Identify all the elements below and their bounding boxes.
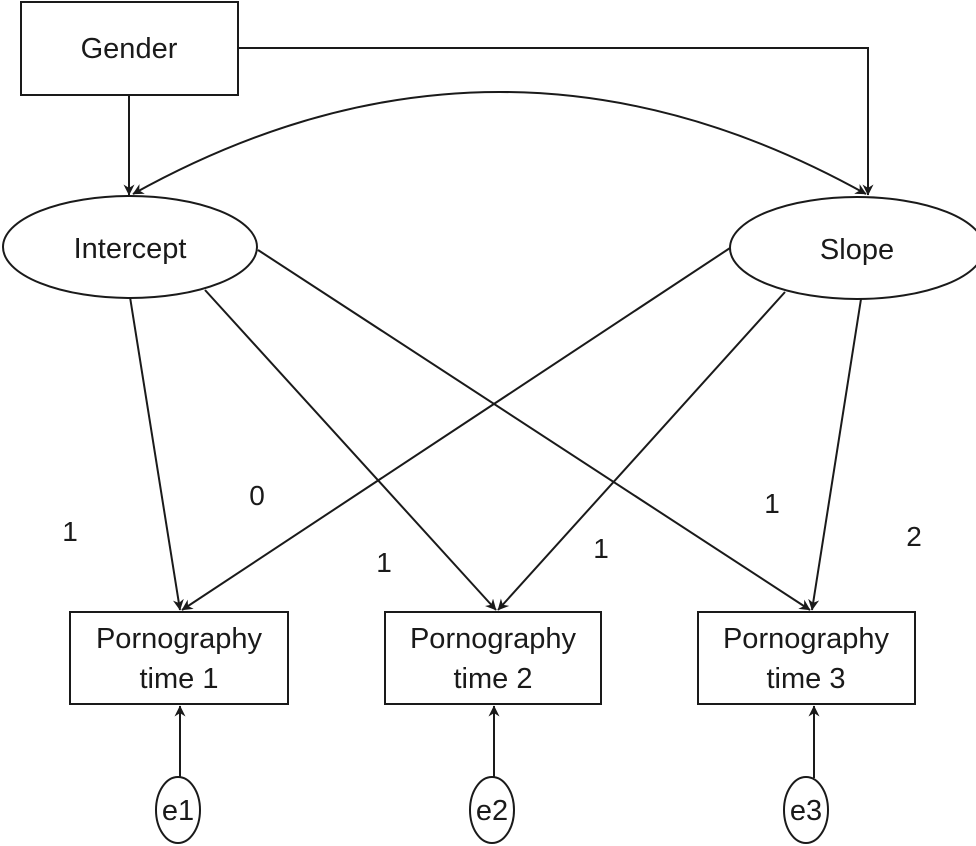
loading-intercept-time3: 1 bbox=[764, 488, 780, 519]
node-e3: e3 bbox=[783, 776, 829, 844]
node-time1-line2: time 1 bbox=[140, 663, 219, 695]
node-intercept: Intercept bbox=[2, 195, 258, 299]
node-e2-label: e2 bbox=[476, 795, 508, 827]
node-time2-line2: time 2 bbox=[454, 663, 533, 695]
node-gender-label: Gender bbox=[81, 33, 178, 65]
edge-intercept-time2 bbox=[204, 289, 497, 611]
loading-slope-time3: 2 bbox=[906, 521, 922, 552]
node-e2: e2 bbox=[469, 776, 515, 844]
node-e1-label: e1 bbox=[162, 795, 194, 827]
node-time3-line2: time 3 bbox=[767, 663, 846, 695]
edge-intercept-time3 bbox=[257, 249, 811, 611]
loading-intercept-time2: 1 bbox=[376, 547, 392, 578]
edge-slope-time3 bbox=[808, 298, 862, 611]
edge-intercept-slope-covariance bbox=[132, 91, 867, 195]
node-intercept-label: Intercept bbox=[74, 233, 187, 265]
node-time3: Pornography time 3 bbox=[697, 611, 916, 705]
node-slope: Slope bbox=[729, 196, 976, 300]
loading-slope-time1: 0 bbox=[249, 480, 265, 511]
node-slope-label: Slope bbox=[820, 234, 894, 266]
node-time2: Pornography time 2 bbox=[384, 611, 602, 705]
edge-intercept-time1 bbox=[129, 296, 184, 611]
loading-labels: 1 0 1 1 1 2 bbox=[62, 480, 922, 578]
loading-intercept-time1: 1 bbox=[62, 516, 78, 547]
node-e3-label: e3 bbox=[790, 795, 822, 827]
loading-slope-time2: 1 bbox=[593, 533, 609, 564]
node-gender: Gender bbox=[20, 1, 239, 96]
node-time1-line1: Pornography bbox=[96, 623, 263, 655]
node-time3-line1: Pornography bbox=[723, 623, 890, 655]
edges bbox=[123, 47, 874, 778]
node-e1: e1 bbox=[155, 776, 201, 844]
node-time1: Pornography time 1 bbox=[69, 611, 289, 705]
edge-slope-time1 bbox=[181, 247, 731, 611]
edge-gender-slope bbox=[238, 47, 874, 196]
node-time2-line1: Pornography bbox=[410, 623, 577, 655]
edge-slope-time2 bbox=[497, 291, 786, 611]
